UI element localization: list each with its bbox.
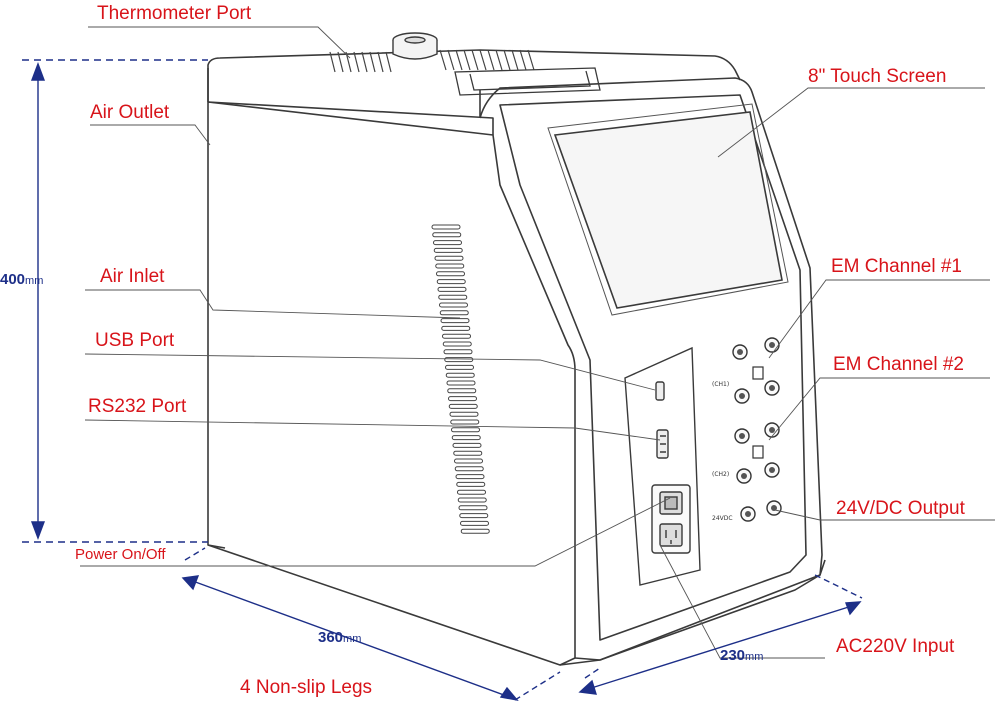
inlet-slot bbox=[454, 466, 484, 472]
front-bevel bbox=[479, 77, 823, 661]
inlet-slot bbox=[448, 396, 477, 402]
inlet-slot bbox=[442, 341, 472, 347]
inlet-slot bbox=[435, 263, 465, 269]
width-dimension: 230mm bbox=[720, 647, 763, 664]
inlet-slot bbox=[446, 380, 476, 386]
inlet-slot bbox=[440, 318, 470, 324]
power-switch-label: Power On/Off bbox=[75, 546, 166, 563]
inlet-slot bbox=[445, 372, 475, 378]
height-dimension: 400mm bbox=[0, 271, 43, 288]
dc-output-label: 24V/DC Output bbox=[836, 498, 966, 519]
thermometer-port-knob bbox=[392, 32, 438, 60]
inlet-slot bbox=[450, 419, 480, 425]
inlet-slot bbox=[459, 513, 489, 519]
inlet-slot bbox=[451, 435, 481, 441]
inlet-slot bbox=[457, 489, 486, 495]
bottom-lip bbox=[559, 559, 826, 666]
terminal-post bbox=[764, 337, 780, 353]
inlet-slot bbox=[458, 505, 488, 511]
inlet-slot bbox=[433, 240, 462, 246]
top-recess bbox=[454, 67, 601, 96]
inlet-slot bbox=[457, 497, 487, 503]
non-slip-legs-label: 4 Non-slip Legs bbox=[240, 677, 372, 698]
inlet-slot bbox=[455, 474, 485, 480]
front-face bbox=[499, 94, 807, 641]
inlet-slot bbox=[443, 349, 473, 355]
inlet-slot bbox=[452, 442, 482, 448]
terminal-post bbox=[734, 388, 750, 404]
inlet-slot bbox=[444, 357, 474, 363]
terminal-post bbox=[732, 344, 748, 360]
inlet-slot bbox=[454, 458, 483, 464]
dc-mark: 24VDC bbox=[712, 515, 733, 522]
inlet-slot bbox=[431, 224, 461, 230]
em-channel-1-label: EM Channel #1 bbox=[831, 256, 962, 277]
inlet-slot bbox=[448, 403, 478, 409]
callout-labels: Thermometer Port Air Outlet 8" Touch Scr… bbox=[75, 3, 966, 698]
ch1-mark: (CH1) bbox=[712, 381, 729, 388]
touch-screen-label: 8" Touch Screen bbox=[808, 66, 946, 87]
touch-screen bbox=[547, 103, 789, 316]
depth-dimension: 360mm bbox=[318, 629, 361, 646]
inlet-slot bbox=[460, 528, 490, 534]
dimension-lines bbox=[22, 59, 863, 702]
inlet-slot bbox=[436, 279, 466, 285]
inlet-slot bbox=[451, 427, 480, 433]
top-rim bbox=[207, 101, 494, 135]
inlet-slot bbox=[437, 286, 467, 292]
thermometer-port-label: Thermometer Port bbox=[97, 3, 252, 24]
device-body bbox=[207, 49, 826, 666]
inlet-slot bbox=[447, 388, 477, 394]
air-inlet-label: Air Inlet bbox=[100, 266, 165, 287]
front-panel-marks: (CH1) (CH2) 24VDC bbox=[712, 381, 733, 522]
terminal-post bbox=[734, 428, 750, 444]
usb-port-icon bbox=[655, 381, 665, 401]
inlet-slot bbox=[434, 255, 464, 261]
ac-input-label: AC220V Input bbox=[836, 636, 955, 657]
inlet-slot bbox=[439, 310, 469, 316]
terminal-post bbox=[766, 500, 782, 516]
inlet-slot bbox=[438, 294, 468, 300]
depth-line bbox=[189, 579, 513, 699]
side-panel bbox=[207, 68, 576, 666]
top-vents bbox=[329, 49, 535, 73]
terminal-post bbox=[740, 506, 756, 522]
leader-lines bbox=[80, 26, 995, 659]
usb-port-label: USB Port bbox=[95, 330, 175, 351]
terminal-post bbox=[764, 462, 780, 478]
inlet-slot bbox=[456, 481, 486, 487]
inlet-slot bbox=[439, 302, 468, 308]
em-channel-2-label: EM Channel #2 bbox=[833, 354, 964, 375]
width-line bbox=[584, 604, 856, 691]
inlet-slot bbox=[441, 325, 471, 331]
inlet-slot bbox=[432, 232, 462, 238]
ac-socket-icon bbox=[659, 523, 683, 547]
inlet-slot bbox=[445, 364, 474, 370]
ch2-mark: (CH2) bbox=[712, 471, 729, 478]
channel-link-bar bbox=[752, 366, 764, 380]
air-inlet-slots bbox=[431, 224, 490, 534]
rs232-port-label: RS232 Port bbox=[88, 396, 187, 417]
inlet-slot bbox=[460, 520, 489, 526]
channel-link-bar bbox=[752, 445, 764, 459]
terminal-post bbox=[764, 380, 780, 396]
inlet-slot bbox=[453, 450, 483, 456]
front-terminals bbox=[732, 337, 782, 522]
inlet-slot bbox=[433, 247, 463, 253]
inlet-slot bbox=[436, 271, 465, 277]
terminal-post bbox=[736, 468, 752, 484]
dimension-labels: 400mm 360mm 230mm bbox=[0, 271, 763, 664]
inlet-slot bbox=[442, 333, 471, 339]
air-outlet-label: Air Outlet bbox=[90, 102, 170, 123]
inlet-slot bbox=[449, 411, 479, 417]
